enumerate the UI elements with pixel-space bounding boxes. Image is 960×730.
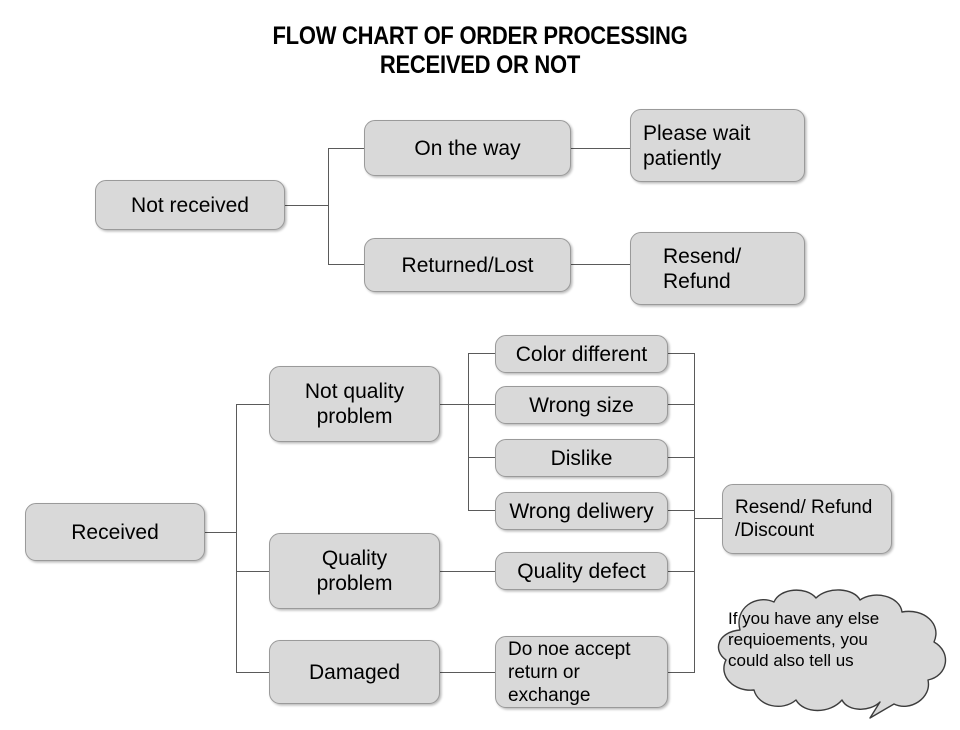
node-dislike[interactable]: Dislike xyxy=(495,439,668,477)
connector-to-dislike xyxy=(468,457,496,458)
node-damaged[interactable]: Damaged xyxy=(269,640,440,704)
connector-to-wrong-size xyxy=(468,404,496,405)
connector-to-quality-problem xyxy=(236,571,269,572)
connector-received-stub xyxy=(205,532,237,533)
callout-shape-icon xyxy=(717,589,947,719)
connector-wrong-size-to-spine xyxy=(668,404,695,405)
node-resend-refund[interactable]: Resend/ Refund xyxy=(630,232,805,305)
connector-not-received-spine xyxy=(328,148,329,264)
node-received[interactable]: Received xyxy=(25,503,205,561)
connector-received-spine xyxy=(236,404,237,672)
connector-returned-lost-to-resend-refund xyxy=(570,264,631,265)
connector-to-damaged xyxy=(236,672,269,673)
connector-do-not-accept-to-spine xyxy=(668,672,695,673)
node-color-different[interactable]: Color different xyxy=(495,335,668,373)
connector-to-color-different xyxy=(468,353,496,354)
node-on-the-way[interactable]: On the way xyxy=(364,120,571,176)
connector-not-received-stub xyxy=(283,205,328,206)
page-title: FLOW CHART OF ORDER PROCESSING RECEIVED … xyxy=(272,22,688,79)
connector-quality-defect-to-spine xyxy=(668,571,695,572)
connector-to-returned-lost xyxy=(328,264,365,265)
connector-wrong-deliwery-to-spine xyxy=(668,510,695,511)
node-do-not-accept-return-or-exchange[interactable]: Do noe accept return or exchange xyxy=(495,636,668,708)
node-not-quality-problem[interactable]: Not quality problem xyxy=(269,366,440,442)
connector-damaged-to-do-not-accept xyxy=(440,672,496,673)
connector-to-not-quality-problem xyxy=(236,404,269,405)
connector-outcome-spine xyxy=(694,353,695,672)
node-quality-problem[interactable]: Quality problem xyxy=(269,533,440,609)
node-wrong-size[interactable]: Wrong size xyxy=(495,386,668,424)
node-returned-lost[interactable]: Returned/Lost xyxy=(364,238,571,292)
node-please-wait-patiently[interactable]: Please wait patiently xyxy=(630,109,805,182)
node-wrong-deliwery[interactable]: Wrong deliwery xyxy=(495,492,668,530)
callout-bubble: If you have any else requioements, you c… xyxy=(704,586,960,730)
connector-color-different-to-spine xyxy=(668,353,695,354)
connector-reasons-spine xyxy=(468,353,469,511)
connector-on-the-way-to-please-wait xyxy=(570,148,631,149)
connector-quality-problem-to-quality-defect xyxy=(440,571,496,572)
connector-spine-to-outcome xyxy=(694,518,723,519)
node-not-received[interactable]: Not received xyxy=(95,180,285,230)
connector-to-on-the-way xyxy=(328,148,365,149)
node-resend-refund-discount[interactable]: Resend/ Refund /Discount xyxy=(722,484,892,554)
connector-to-wrong-deliwery xyxy=(468,510,496,511)
node-quality-defect[interactable]: Quality defect xyxy=(495,552,668,590)
connector-dislike-to-spine xyxy=(668,457,695,458)
callout-text: If you have any else requioements, you c… xyxy=(728,609,880,670)
connector-not-quality-stub xyxy=(440,404,469,405)
